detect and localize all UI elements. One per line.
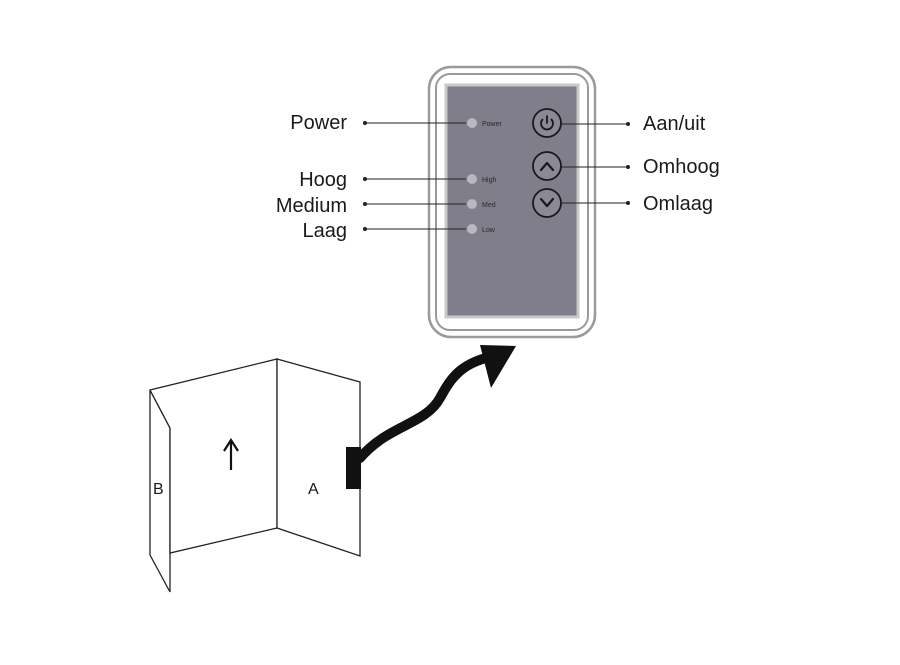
callout-omhoog: Omhoog	[643, 156, 720, 178]
arrow-up-icon	[223, 437, 239, 470]
callout-laag: Laag	[302, 220, 348, 242]
callout-power: Power	[290, 112, 347, 134]
up-button[interactable]	[532, 151, 562, 181]
callout-hoog: Hoog	[299, 169, 347, 191]
led-med	[467, 199, 477, 209]
cable-arrowhead	[480, 345, 516, 388]
led-high	[467, 174, 477, 184]
cable-line	[355, 350, 503, 463]
power-icon	[540, 115, 554, 131]
left-leader-lines	[363, 121, 466, 231]
led-label-low: Low	[482, 227, 496, 234]
callout-omlaag: Omlaag	[643, 193, 714, 215]
led-power	[467, 118, 477, 128]
callout-aan-uit: Aan/uit	[643, 113, 706, 135]
callout-medium: Medium	[275, 195, 347, 217]
heater-label-b: B	[153, 481, 164, 498]
right-leader-lines	[561, 122, 630, 205]
heater-panel-a	[276, 358, 361, 557]
chevron-down-icon	[539, 197, 555, 208]
led-label-med: Med	[482, 202, 496, 209]
led-low	[467, 224, 477, 234]
remote-controller: Power High Med Low	[427, 65, 597, 339]
down-button[interactable]	[532, 188, 562, 218]
led-label-power: Power	[482, 121, 503, 128]
heater-panels: B A	[149, 358, 361, 593]
heater-label-a: A	[308, 481, 319, 498]
power-button[interactable]	[532, 108, 562, 138]
connection-arrow	[346, 345, 516, 489]
heater-middle-panel	[149, 358, 278, 554]
led-label-high: High	[482, 177, 497, 184]
chevron-up-icon	[539, 161, 555, 172]
